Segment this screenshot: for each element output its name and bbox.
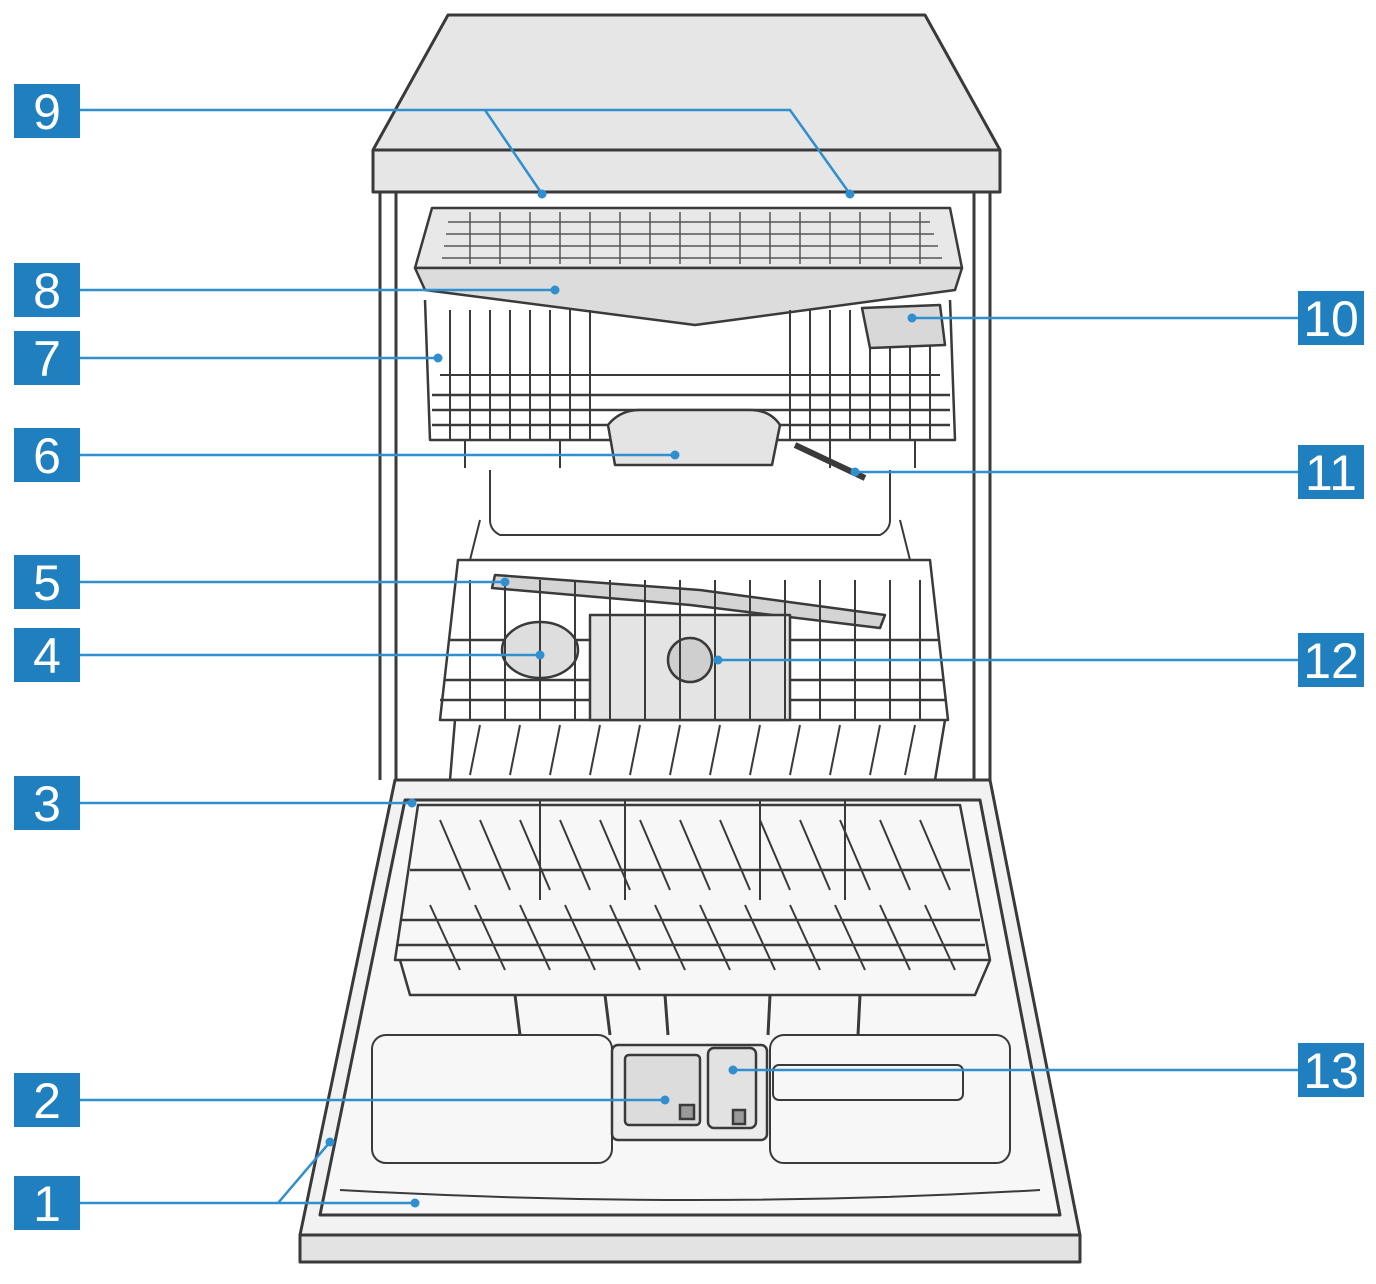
- lower-basket: [393, 800, 992, 1036]
- callout-label-10: 10: [1303, 291, 1359, 347]
- callout-3: 3: [14, 776, 80, 832]
- callout-label-11: 11: [1305, 445, 1357, 501]
- callout-4: 4: [14, 628, 80, 684]
- door-bottom-edge: [298, 1233, 1082, 1264]
- upper-basket: [423, 299, 957, 481]
- callouts-left: 9 8 7 6 5 4 3 2: [14, 84, 80, 1232]
- callout-2: 2: [14, 1073, 80, 1129]
- callout-label-9: 9: [33, 84, 61, 140]
- middle-basket: [438, 558, 950, 782]
- leader-line-dots: [325, 189, 917, 1208]
- callout-10: 10: [1298, 291, 1364, 347]
- lower-basket-wheels: [513, 994, 862, 1036]
- cutlery-drawer: [413, 206, 964, 327]
- callout-label-5: 5: [33, 555, 61, 611]
- callout-label-4: 4: [33, 628, 61, 684]
- callouts-right: 10 11 12 13: [1298, 291, 1364, 1099]
- knife-shelf-clip: [860, 303, 947, 350]
- callout-5: 5: [14, 555, 80, 611]
- callout-label-2: 2: [33, 1073, 61, 1129]
- detergent-dispenser: [610, 1043, 769, 1142]
- callout-label-13: 13: [1303, 1043, 1359, 1099]
- callout-9: 9: [14, 84, 80, 140]
- leader-lines: [80, 108, 1298, 1205]
- callout-7: 7: [14, 331, 80, 387]
- callout-label-6: 6: [33, 428, 61, 484]
- cutlery-drawer-grid: [442, 212, 942, 264]
- upper-basket-handle: [606, 408, 782, 467]
- callout-12: 12: [1298, 633, 1364, 689]
- callout-label-3: 3: [33, 776, 61, 832]
- leader-line-1: [80, 1141, 415, 1205]
- worktop-lid: [371, 13, 1002, 194]
- callout-8: 8: [14, 263, 80, 319]
- callout-label-8: 8: [33, 263, 61, 319]
- door: [298, 778, 1082, 1264]
- callout-11: 11: [1298, 445, 1364, 501]
- callout-label-1: 1: [33, 1176, 61, 1232]
- callout-label-7: 7: [33, 331, 61, 387]
- callout-6: 6: [14, 428, 80, 484]
- leader-line-9: [80, 108, 852, 195]
- callout-1: 1: [14, 1176, 80, 1232]
- callout-label-12: 12: [1303, 633, 1359, 689]
- callout-13: 13: [1298, 1043, 1364, 1099]
- dishwasher-body: [371, 13, 1002, 780]
